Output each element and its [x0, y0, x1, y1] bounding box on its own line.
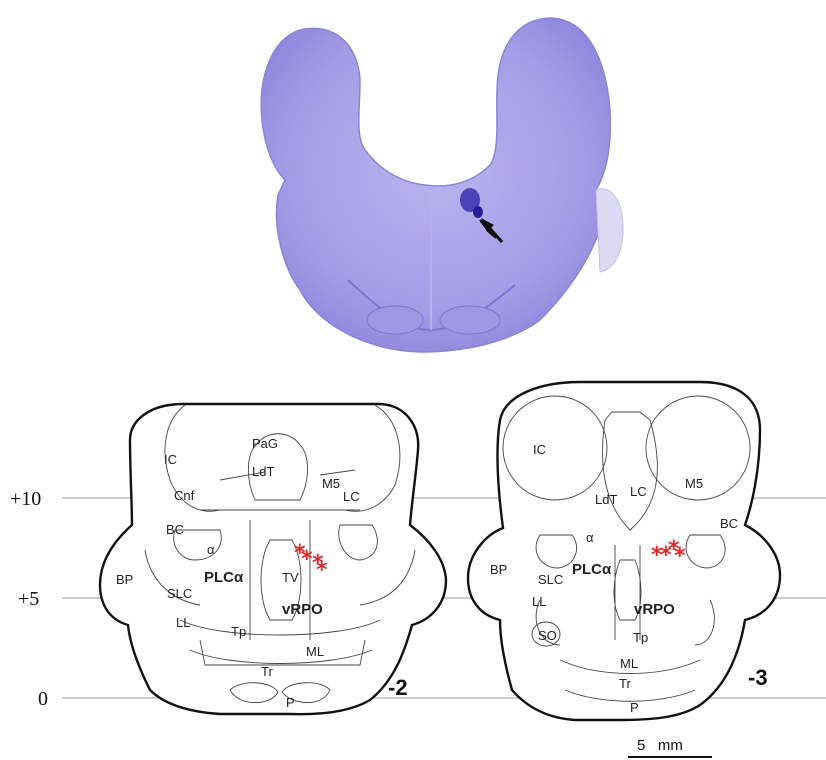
label-Tr: Tr	[619, 676, 631, 691]
label-Tr: Tr	[261, 664, 273, 679]
label-P: P	[286, 695, 295, 710]
label-vRPO: vRPO	[634, 601, 675, 618]
section-level-right: -3	[748, 665, 768, 690]
label-ML: ML	[306, 644, 324, 659]
label-P: P	[630, 700, 639, 715]
tick-plus-5: +5	[18, 588, 39, 610]
tick-plus-10: +10	[10, 488, 41, 510]
label-M5: M5	[685, 476, 703, 491]
label-LdT: LdT	[252, 464, 274, 479]
injection-marker: *	[316, 558, 328, 583]
label-IC: IC	[164, 452, 177, 467]
label-Tp: Tp	[231, 624, 246, 639]
label-alpha: α	[586, 530, 594, 545]
label-BP: BP	[116, 572, 133, 587]
histology-section	[261, 18, 623, 352]
label-PLCa: PLCα	[204, 569, 244, 586]
label-SO: SO	[538, 628, 557, 643]
label-LC: LC	[630, 484, 647, 499]
scale-bar: 5 mm	[628, 737, 712, 757]
label-BC: BC	[720, 516, 738, 531]
label-Tp: Tp	[633, 630, 648, 645]
section-level-left: -2	[388, 675, 408, 700]
injection-marker: *	[674, 544, 686, 569]
label-TV: TV	[282, 570, 299, 585]
label-SLC: SLC	[167, 586, 192, 601]
label-LdT: LdT	[595, 492, 617, 507]
label-Cnf: Cnf	[174, 488, 195, 503]
scale-bar-label: 5 mm	[637, 737, 683, 754]
label-vRPO: vRPO	[282, 601, 323, 618]
label-M5: M5	[322, 476, 340, 491]
label-LL: LL	[176, 615, 190, 630]
label-PaG: PaG	[252, 436, 278, 451]
label-BP: BP	[490, 562, 507, 577]
axis-labels: +10 +5 0	[10, 488, 48, 710]
label-PLCa: PLCα	[572, 561, 612, 578]
label-LC: LC	[343, 489, 360, 504]
label-BC: BC	[166, 522, 184, 537]
label-LL: LL	[532, 594, 546, 609]
label-alpha: α	[207, 542, 215, 557]
label-IC: IC	[533, 442, 546, 457]
label-SLC: SLC	[538, 572, 563, 587]
tick-zero: 0	[38, 688, 48, 710]
label-ML: ML	[620, 656, 638, 671]
